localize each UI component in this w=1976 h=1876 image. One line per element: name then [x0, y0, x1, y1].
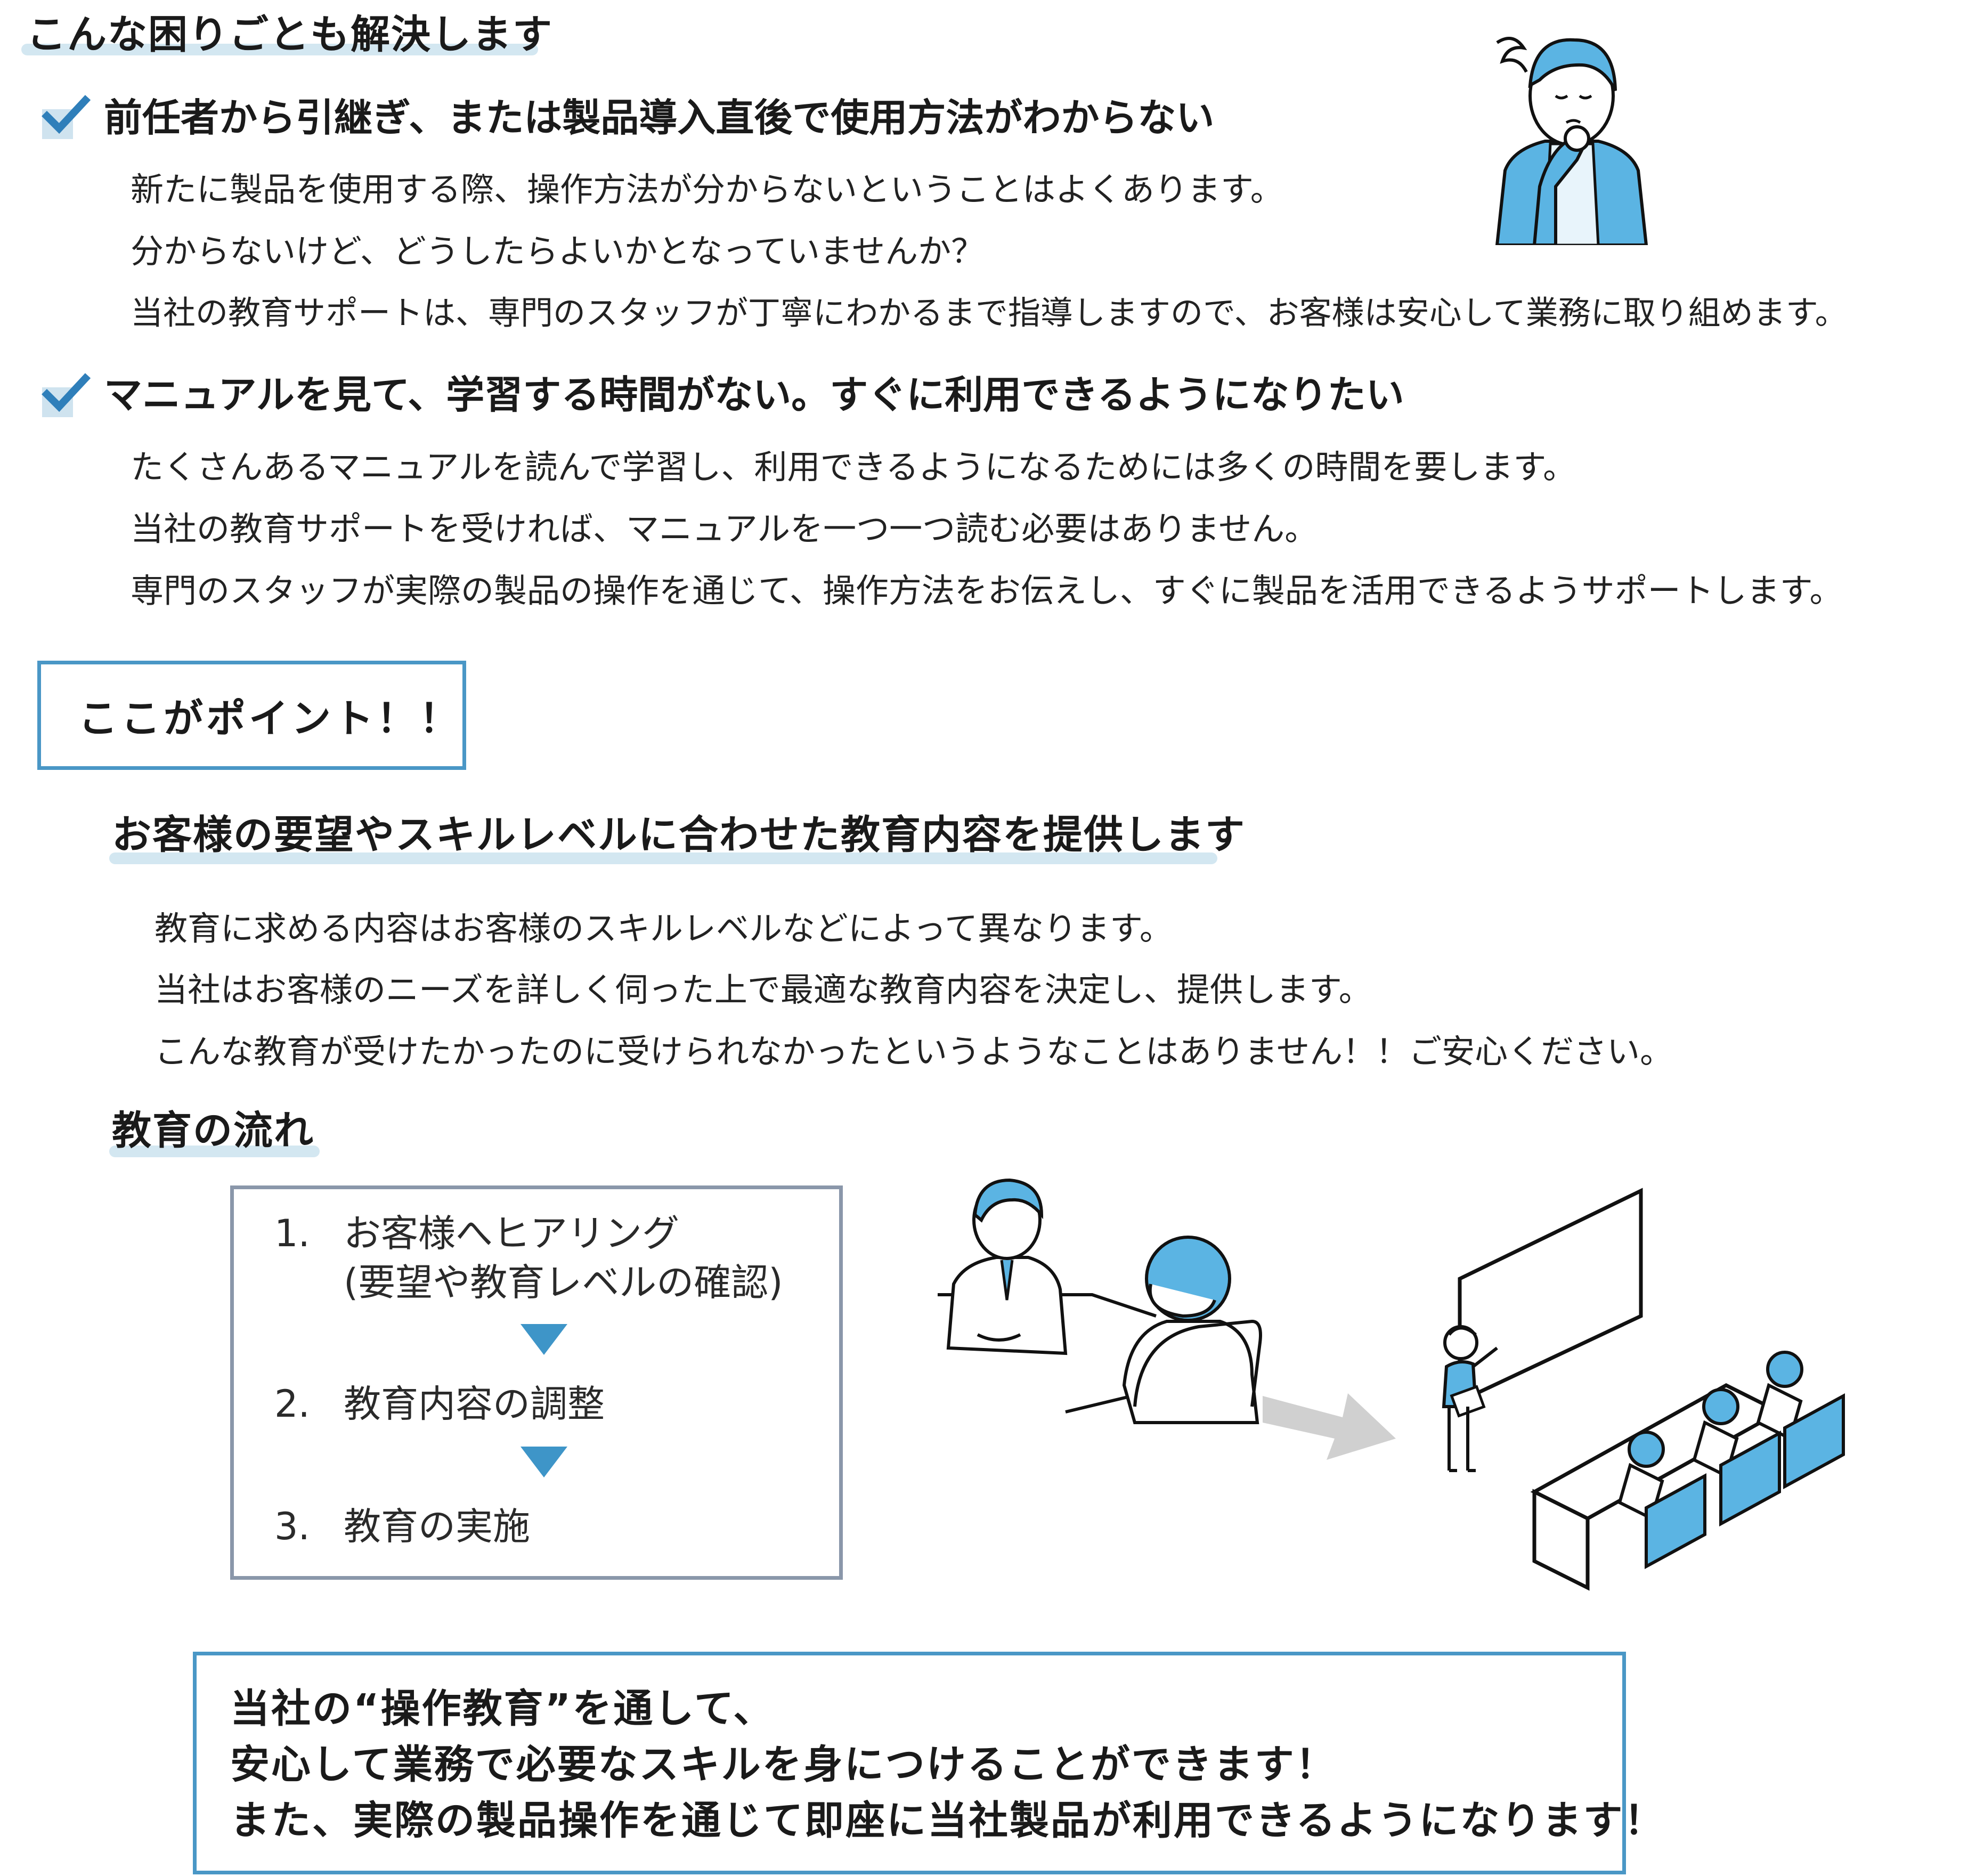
checkmark-icon [42, 95, 91, 139]
flow-steps-box [230, 1185, 843, 1580]
flow-title-underline [109, 1146, 320, 1157]
feature-text-line: こんな教育が受けたかったのに受けられなかったというようなことはありません！！ご安… [154, 1032, 1673, 1071]
transition-arrow-icon [1263, 1393, 1396, 1460]
step-number: 2. [274, 1382, 310, 1426]
summary-line: 当社の“操作教育”を通して、 [230, 1686, 775, 1732]
problem-text-line: 当社の教育サポートは、専門のスタッフが丁寧にわかるまで指導しますので、お客様は安… [131, 294, 1848, 332]
feature-title: お客様の要望やスキルレベルに合わせた教育内容を提供します [112, 812, 1246, 858]
problem-title: マニュアルを見て、学習する時間がない。すぐに利用できるようになりたい [104, 372, 1404, 417]
down-arrow-icon [521, 1324, 567, 1355]
summary-line: 安心して業務で必要なスキルを身につけることができます！ [230, 1742, 1337, 1788]
problem-text-line: 専門のスタッフが実際の製品の操作を通じて、操作方法をお伝えし、すぐに製品を活用で… [131, 571, 1843, 610]
step-number: 1. [274, 1212, 310, 1255]
flow-title: 教育の流れ [112, 1108, 314, 1154]
checkmark-icon [42, 373, 91, 417]
point-callout-box: ここがポイント！！ [37, 661, 466, 770]
step-label: 教育の実施 [344, 1505, 530, 1548]
hearing-meeting-illustration [938, 1178, 1262, 1424]
problem-text-line: 新たに製品を使用する際、操作方法が分からないということはよくあります。 [131, 170, 1283, 209]
feature-title-underline [109, 852, 1217, 864]
step-number: 3. [274, 1505, 310, 1548]
classroom-training-illustration [1442, 1188, 1845, 1591]
point-label: ここがポイント！！ [78, 696, 462, 742]
problem-title: 前任者から引継ぎ、または製品導入直後で使用方法がわからない [104, 95, 1215, 140]
feature-text-line: 当社はお客様のニーズを詳しく伺った上で最適な教育内容を決定し、提供します。 [154, 970, 1372, 1009]
down-arrow-icon [521, 1447, 567, 1477]
problem-text-line: 当社の教育サポートを受ければ、マニュアルを一つ一つ読む必要はありません。 [131, 509, 1318, 548]
title-underline [21, 44, 538, 55]
step-label: 教育内容の調整 [344, 1382, 605, 1426]
feature-text-line: 教育に求める内容はお客様のスキルレベルなどによって異なります。 [154, 909, 1173, 948]
summary-line: また、実際の製品操作を通じて即座に当社製品が利用できるようになります！ [230, 1798, 1665, 1843]
worried-person-illustration [1495, 37, 1648, 245]
problem-text-line: 分からないけど、どうしたらよいかとなっていませんか？ [131, 232, 985, 271]
problem-text-line: たくさんあるマニュアルを読んで学習し、利用できるようになるためには多くの時間を要… [131, 448, 1576, 486]
step-sublabel: (要望や教育レベルの確認) [344, 1261, 783, 1304]
page-title: こんな困りごとも解決します [27, 12, 553, 58]
step-label: お客様へヒアリング [344, 1212, 679, 1255]
summary-box [193, 1652, 1626, 1874]
